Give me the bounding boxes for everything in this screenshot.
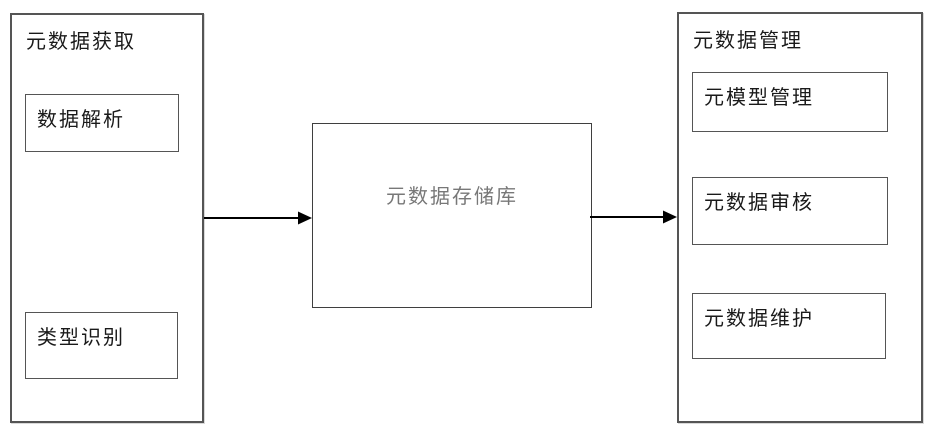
node-metadata-repository: 元数据存储库	[312, 123, 592, 308]
node-metamodel-management: 元模型管理	[692, 72, 888, 132]
arrowhead-right-icon	[298, 211, 312, 225]
arrowhead-right-icon	[663, 210, 677, 224]
node-metadata-review: 元数据审核	[692, 177, 888, 245]
node-type-recognition: 类型识别	[25, 312, 178, 379]
arrow-repository-to-management	[590, 210, 677, 224]
node-metadata-repository-label: 元数据存储库	[386, 186, 518, 208]
group-metadata-acquisition: 元数据获取 数据解析 类型识别	[10, 13, 204, 423]
node-data-parsing: 数据解析	[25, 94, 179, 152]
group-metadata-management: 元数据管理 元模型管理 元数据审核 元数据维护	[677, 12, 923, 423]
group-metadata-management-title: 元数据管理	[693, 30, 803, 52]
arrow-acquisition-to-repository	[204, 211, 312, 225]
group-metadata-acquisition-title: 元数据获取	[26, 31, 136, 53]
node-metadata-maintenance: 元数据维护	[692, 293, 886, 359]
